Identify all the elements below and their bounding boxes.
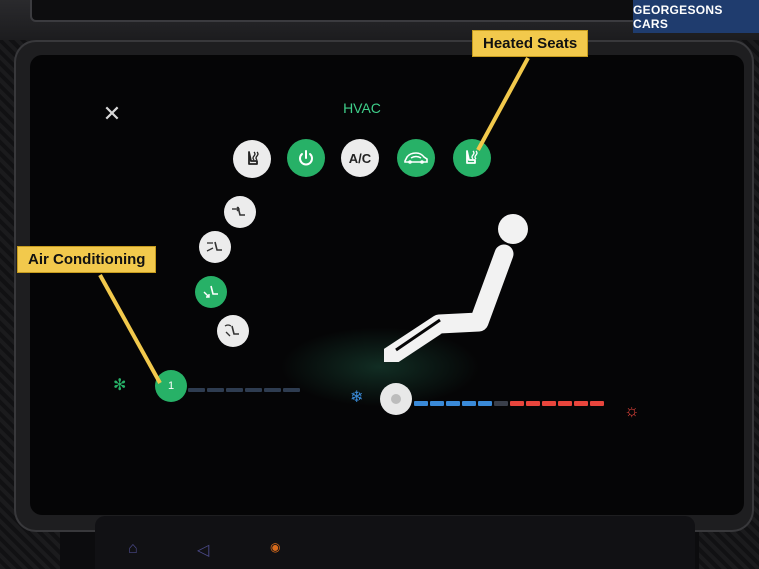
fan-level-segment bbox=[283, 388, 300, 392]
temperature-segment bbox=[462, 401, 476, 406]
car-recirculation-icon bbox=[404, 152, 428, 164]
fan-speed-handle[interactable]: 1 bbox=[155, 370, 187, 402]
airflow-face-button[interactable] bbox=[224, 196, 256, 228]
temperature-segment bbox=[526, 401, 540, 406]
fan-level-segment bbox=[226, 388, 243, 392]
airflow-face-icon bbox=[232, 206, 245, 216]
temperature-slider[interactable] bbox=[414, 401, 604, 406]
dealer-logo: GEORGESONS CARS bbox=[633, 0, 759, 33]
sun-icon: ☼ bbox=[624, 401, 640, 420]
console-eco-icon: ◉ bbox=[270, 540, 281, 554]
seat-occupant-graphic bbox=[384, 214, 528, 362]
fan-level-segment bbox=[245, 388, 262, 392]
fan-level-segment bbox=[264, 388, 281, 392]
airflow-face-feet-icon bbox=[206, 241, 222, 252]
hvac-screen bbox=[30, 55, 744, 515]
temperature-segment bbox=[574, 401, 588, 406]
console-seat-icon: ⌂ bbox=[128, 540, 138, 557]
fan-icon: ✻ bbox=[113, 377, 127, 394]
temperature-segment bbox=[478, 401, 492, 406]
airflow-feet-button[interactable] bbox=[195, 276, 227, 308]
power-button[interactable] bbox=[287, 139, 325, 177]
ac-label: A/C bbox=[348, 150, 372, 166]
temperature-segment bbox=[510, 401, 524, 406]
close-icon: ✕ bbox=[102, 101, 122, 126]
centre-console bbox=[95, 516, 695, 569]
seat-heat-left-button[interactable] bbox=[233, 140, 271, 178]
fan-speed-slider[interactable] bbox=[188, 388, 300, 392]
fan-speed-value: 1 bbox=[167, 380, 175, 392]
heated-seats-button[interactable] bbox=[453, 139, 491, 177]
temperature-segment bbox=[414, 401, 428, 406]
heated-seat-icon bbox=[466, 150, 478, 164]
airflow-feet-icon bbox=[203, 285, 218, 298]
temperature-segment bbox=[558, 401, 572, 406]
temperature-segment bbox=[542, 401, 556, 406]
temperature-handle[interactable] bbox=[380, 383, 412, 415]
power-icon bbox=[299, 150, 313, 166]
heated-seat-icon bbox=[248, 151, 259, 165]
temperature-segment bbox=[430, 401, 444, 406]
temperature-segment bbox=[446, 401, 460, 406]
console-horn-icon: ◁ bbox=[197, 542, 210, 559]
airflow-feet-windscreen-button[interactable] bbox=[217, 315, 249, 347]
temperature-segment bbox=[494, 401, 508, 406]
air-conditioning-leader bbox=[98, 274, 162, 384]
heated-seats-leader bbox=[476, 57, 530, 151]
temperature-segment bbox=[590, 401, 604, 406]
recirculation-button[interactable] bbox=[397, 139, 435, 177]
page-title: HVAC bbox=[343, 100, 381, 116]
snowflake-icon: ❄ bbox=[350, 389, 364, 406]
airflow-feet-windscreen-icon bbox=[224, 324, 239, 337]
air-conditioning-callout: Air Conditioning bbox=[17, 246, 157, 273]
airflow-face-feet-button[interactable] bbox=[199, 231, 231, 263]
heated-seats-callout: Heated Seats bbox=[472, 30, 589, 57]
fan-level-segment bbox=[188, 388, 205, 392]
ac-button[interactable]: A/C bbox=[341, 139, 379, 177]
close-button[interactable]: ✕ bbox=[101, 103, 123, 125]
fan-level-segment bbox=[207, 388, 224, 392]
